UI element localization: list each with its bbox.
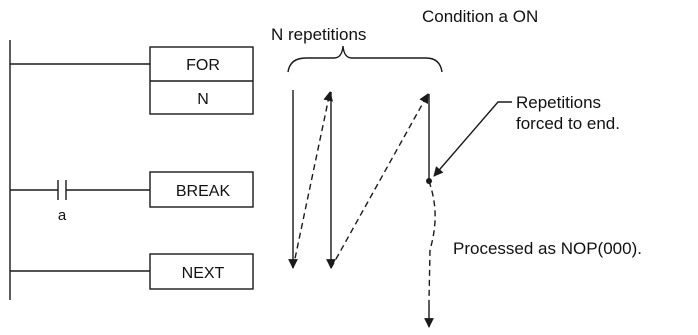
forced-end-leader — [433, 101, 512, 177]
for-instruction-label: FOR — [186, 57, 220, 74]
condition-on-label: Condition a ON — [422, 7, 538, 26]
processed-as-nop-label: Processed as NOP(000). — [453, 239, 642, 258]
contact-a-label: a — [58, 207, 67, 224]
forced-end-label-line2: forced to end. — [516, 114, 620, 133]
next-instruction-box — [149, 253, 254, 290]
jump-back-line-1 — [292, 91, 333, 269]
forced-end-label-line1: Repetitions — [516, 93, 601, 112]
break-point-marker — [426, 178, 432, 184]
break-instruction-box — [149, 171, 254, 208]
n-repetitions-brace — [287, 45, 443, 73]
n-repetitions-label: N repetitions — [271, 25, 366, 44]
jump-back-line-2 — [330, 93, 429, 269]
break-instruction-label: BREAK — [176, 183, 231, 200]
nop-skipped-path — [428, 180, 436, 301]
next-instruction-label: NEXT — [182, 265, 225, 282]
for-operand-label: N — [197, 91, 209, 108]
